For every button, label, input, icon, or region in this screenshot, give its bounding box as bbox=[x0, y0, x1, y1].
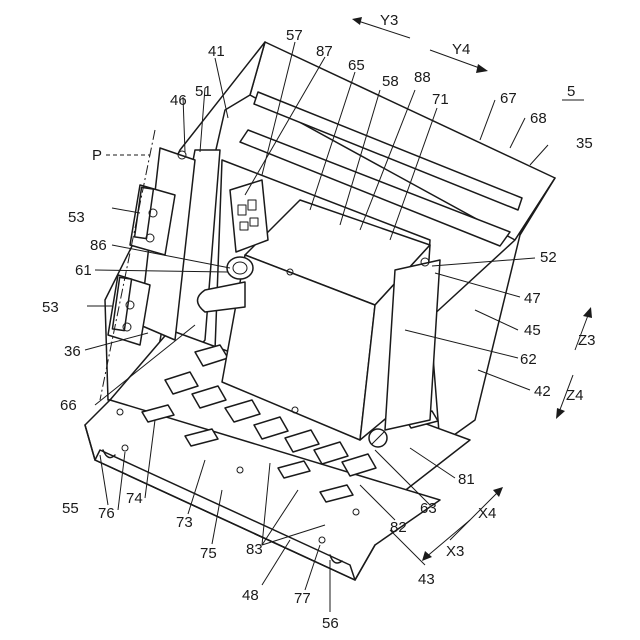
label-Z3: Z3 bbox=[578, 332, 596, 349]
label-58: 58 bbox=[382, 73, 399, 90]
label-46: 46 bbox=[170, 92, 187, 109]
label-X3: X3 bbox=[446, 543, 464, 560]
label-61: 61 bbox=[75, 262, 92, 279]
label-66: 66 bbox=[60, 397, 77, 414]
connector-block bbox=[230, 180, 268, 252]
label-P: P bbox=[92, 147, 102, 164]
label-75: 75 bbox=[200, 545, 217, 562]
label-53-lower: 53 bbox=[42, 299, 59, 316]
label-67: 67 bbox=[500, 90, 517, 107]
label-86: 86 bbox=[90, 237, 107, 254]
label-77: 77 bbox=[294, 590, 311, 607]
label-55: 55 bbox=[62, 500, 79, 517]
label-71: 71 bbox=[432, 91, 449, 108]
label-Z4: Z4 bbox=[566, 387, 584, 404]
label-43: 43 bbox=[418, 571, 435, 588]
label-52: 52 bbox=[540, 249, 557, 266]
label-48: 48 bbox=[242, 587, 259, 604]
label-74: 74 bbox=[126, 490, 143, 507]
label-76: 76 bbox=[98, 505, 115, 522]
label-53-upper: 53 bbox=[68, 209, 85, 226]
label-Y4: Y4 bbox=[452, 41, 470, 58]
label-5: 5 bbox=[567, 83, 575, 100]
label-68: 68 bbox=[530, 110, 547, 127]
label-88: 88 bbox=[414, 69, 431, 86]
label-65: 65 bbox=[348, 57, 365, 74]
label-51: 51 bbox=[195, 83, 212, 100]
label-45: 45 bbox=[524, 322, 541, 339]
label-83: 83 bbox=[246, 541, 263, 558]
label-73: 73 bbox=[176, 514, 193, 531]
label-47: 47 bbox=[524, 290, 541, 307]
label-Y3: Y3 bbox=[380, 12, 398, 29]
round-connector bbox=[227, 257, 253, 279]
label-41: 41 bbox=[208, 43, 225, 60]
label-62: 62 bbox=[520, 351, 537, 368]
label-56: 56 bbox=[322, 615, 339, 632]
label-82: 82 bbox=[390, 519, 407, 536]
label-63: 63 bbox=[420, 500, 437, 517]
label-87: 87 bbox=[316, 43, 333, 60]
label-81: 81 bbox=[458, 471, 475, 488]
label-42: 42 bbox=[534, 383, 551, 400]
label-X4: X4 bbox=[478, 505, 496, 522]
label-36: 36 bbox=[64, 343, 81, 360]
label-35: 35 bbox=[576, 135, 593, 152]
label-57: 57 bbox=[286, 27, 303, 44]
